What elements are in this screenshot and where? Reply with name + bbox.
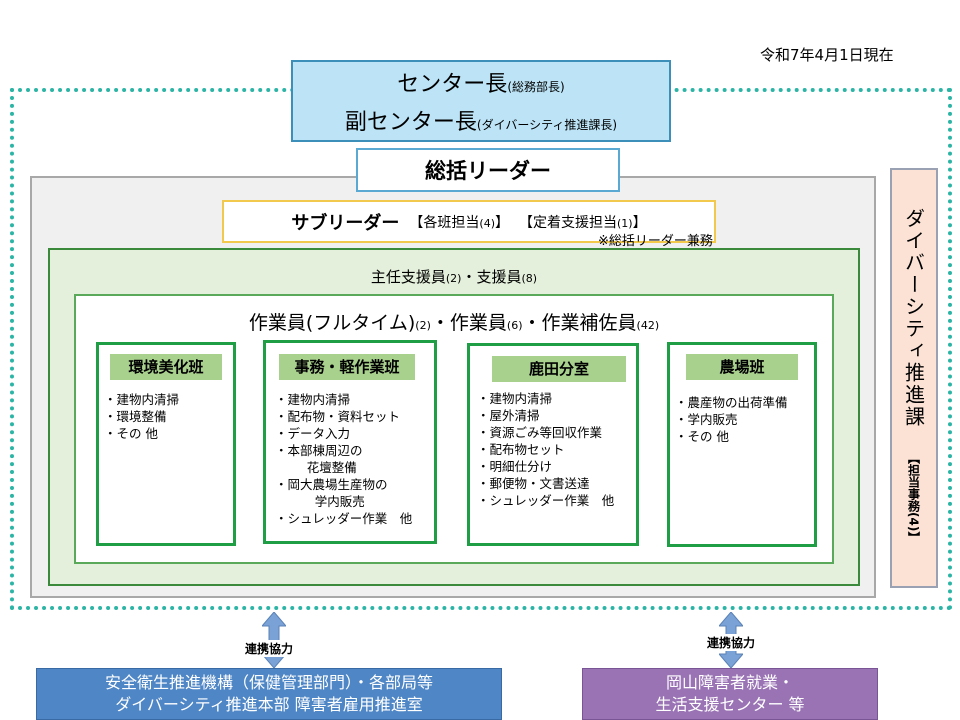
external-org-right-line2: 生活支援センター 等 — [655, 695, 805, 714]
task-item: ・その 他 — [675, 429, 729, 444]
task-item: ・本部棟周辺の — [275, 443, 363, 458]
date-label: 令和7年4月1日現在 — [760, 46, 894, 64]
task-item: ・建物内清掃 — [477, 391, 553, 406]
vice-head: 副センター長(ダイバーシティ推進課長) — [345, 104, 617, 136]
sub-leader-retention-role-end: 】 — [632, 214, 647, 231]
diversity-division-title: ダイバーシティ推進課 — [901, 208, 926, 428]
task-item: ・配布物セット — [477, 442, 565, 457]
chief-support-count: (2) — [445, 272, 462, 285]
task-item: ・建物内清掃 — [275, 392, 351, 407]
cooperation-label-right: 連携協力 — [706, 634, 757, 651]
assistant-worker-label: 作業補佐員 — [541, 312, 637, 334]
sub-leader-retention-role-label: 【定着支援担当 — [519, 214, 617, 231]
team-title-farm: 農場班 — [686, 354, 798, 380]
external-org-left-line2: ダイバーシティ推進本部 障害者雇用推進室 — [115, 695, 423, 714]
external-org-left-line1: 安全衛生推進機構（保健管理部門）・各部局等 — [104, 673, 433, 692]
task-item: ・屋外清掃 — [477, 408, 540, 423]
team-title-shikata: 鹿田分室 — [492, 356, 626, 382]
assistant-worker-count: (42) — [636, 319, 660, 332]
sub-leader-team-role-end: 】 — [495, 214, 509, 231]
task-item: ・環境整備 — [104, 409, 167, 424]
cooperation-label-left: 連携協力 — [244, 640, 295, 657]
task-item: ・学内販売 — [675, 412, 738, 427]
center-head-title: センター長 — [397, 72, 508, 97]
sub-leader-team-role: 【各班担当(4)】 — [409, 212, 509, 232]
task-item: ・資源ごみ等回収作業 — [477, 425, 603, 440]
vice-head-title: 副センター長 — [344, 110, 477, 135]
chief-support-label: 主任支援員 — [370, 268, 446, 286]
task-item: ・農産物の出荷準備 — [675, 395, 788, 410]
task-item: ・シュレッダー作業 他 — [477, 493, 615, 508]
director-box: センター長(総務部長) 副センター長(ダイバーシティ推進課長) — [291, 60, 671, 142]
sub-leader-team-role-label: 【各班担当 — [409, 214, 480, 231]
team-tasks-shikata: ・建物内清掃 ・屋外清掃 ・資源ごみ等回収作業 ・配布物セット ・明細仕分け ・… — [477, 390, 614, 509]
sub-leader-retention-role-count: (1) — [617, 216, 633, 230]
sub-leader-note: ※総括リーダー兼務 — [598, 234, 713, 249]
diversity-division-staff: 【担当事務(4)】 — [906, 452, 921, 544]
task-item: ・データ入力 — [275, 426, 351, 441]
sub-leader-retention-role: 【定着支援担当(1)】 — [519, 212, 647, 232]
fulltime-worker-count: (2) — [415, 319, 431, 332]
external-org-right: 岡山障害者就業・ 生活支援センター 等 — [582, 668, 878, 720]
task-item: ・配布物・資料セット — [275, 409, 401, 424]
task-item: ・その 他 — [104, 426, 158, 441]
workers-line: 作業員(フルタイム)(2)・作業員(6)・作業補佐員(42) — [74, 308, 834, 335]
worker-count: (6) — [506, 319, 523, 332]
task-item: 花壇整備 — [275, 460, 357, 475]
team-title-environment: 環境美化班 — [110, 354, 222, 380]
worker-label: 作業員 — [449, 312, 507, 334]
diversity-division-box — [890, 168, 938, 588]
workers-separator-1: ・ — [430, 312, 450, 334]
task-item: ・建物内清掃 — [104, 392, 180, 407]
team-tasks-environment: ・建物内清掃 ・環境整備 ・その 他 — [104, 391, 179, 442]
sub-leader-team-role-count: (4) — [479, 216, 495, 230]
staff-separator: ・ — [461, 268, 477, 286]
vice-head-note: (ダイバーシティ推進課長) — [476, 118, 618, 132]
staff-line: 主任支援員(2)・支援員(8) — [48, 266, 860, 287]
workers-separator-2: ・ — [522, 312, 542, 334]
team-tasks-farm: ・農産物の出荷準備 ・学内販売 ・その 他 — [675, 394, 788, 445]
center-head-note: (総務部長) — [507, 80, 565, 94]
task-item: 学内販売 — [275, 494, 365, 509]
task-item: ・郵便物・文書送達 — [477, 476, 590, 491]
sub-leader-box: サブリーダー 【各班担当(4)】 【定着支援担当(1)】 — [222, 200, 716, 243]
task-item: ・明細仕分け — [477, 459, 553, 474]
center-head: センター長(総務部長) — [397, 66, 564, 98]
team-tasks-office: ・建物内清掃 ・配布物・資料セット ・データ入力 ・本部棟周辺の 花壇整備 ・岡… — [275, 391, 412, 527]
task-item: ・シュレッダー作業 他 — [275, 511, 413, 526]
external-org-right-line1: 岡山障害者就業・ — [665, 673, 794, 692]
sub-leader-title: サブリーダー — [291, 212, 400, 234]
task-item: ・岡大農場生産物の — [275, 477, 388, 492]
general-leader-box: 総括リーダー — [356, 148, 620, 192]
fulltime-worker-label: 作業員(フルタイム) — [248, 312, 416, 334]
support-count: (8) — [521, 272, 538, 285]
team-title-office: 事務・軽作業班 — [279, 354, 415, 380]
external-org-left: 安全衛生推進機構（保健管理部門）・各部局等 ダイバーシティ推進本部 障害者雇用推… — [36, 668, 502, 720]
support-label: 支援員 — [476, 268, 522, 286]
